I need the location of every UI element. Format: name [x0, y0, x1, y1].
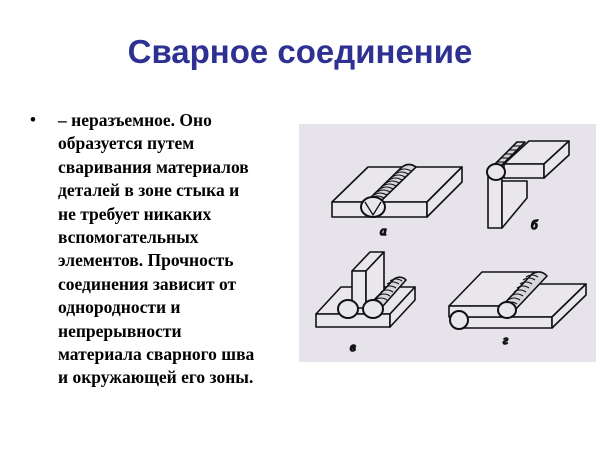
label-g: г — [503, 332, 508, 347]
label-a: а — [380, 223, 387, 238]
weld-joints-figure: а б — [299, 124, 596, 362]
text-line: – неразъемное. Оно — [58, 110, 212, 130]
butt-joint-illustration — [331, 163, 463, 218]
text-line: однородности и — [58, 297, 181, 318]
text-line: и окружающей его зоны. — [58, 367, 254, 388]
text-line: элементов. Прочность — [58, 250, 234, 271]
corner-joint-illustration — [486, 140, 570, 229]
label-v: в — [350, 339, 356, 354]
bullet-icon: • — [30, 110, 36, 129]
text-line: образуется путем — [58, 133, 195, 154]
text-line: деталей в зоне стыка и — [58, 180, 240, 201]
text-line: сваривания материалов — [58, 156, 249, 177]
text-line: вспомогательных — [58, 227, 199, 248]
label-b: б — [531, 217, 538, 232]
t-joint-illustration — [315, 251, 416, 328]
lap-joint-illustration — [448, 271, 587, 330]
text-line: соединения зависит от — [58, 273, 237, 294]
text-line: не требует никаких — [58, 203, 212, 224]
text-line: непрерывности — [58, 320, 182, 341]
text-line: материала сварного шва — [58, 344, 255, 365]
slide-title: Сварное соединение — [127, 33, 473, 70]
bullet-text: – неразъемное. Оно образуется путем свар… — [58, 109, 298, 390]
